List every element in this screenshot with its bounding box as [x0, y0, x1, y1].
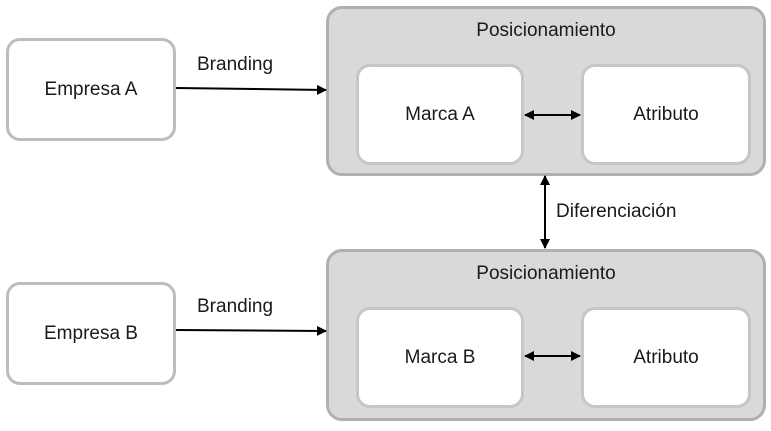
brand-a-label: Marca A	[405, 103, 475, 125]
company-b-label: Empresa B	[44, 322, 138, 344]
brand-b-label: Marca B	[404, 346, 476, 368]
attribute-bottom-label: Atributo	[633, 346, 699, 368]
branding-label-bottom: Branding	[197, 296, 274, 317]
brand-b-box: Marca B	[356, 307, 524, 408]
brand-a-box: Marca A	[356, 64, 524, 165]
branding-arrow-bottom	[175, 325, 327, 336]
branding-arrow-top	[175, 84, 327, 95]
positioning-title-top: Posicionamiento	[476, 20, 616, 41]
attribute-top-box: Atributo	[581, 64, 751, 165]
company-b-box: Empresa B	[6, 282, 176, 385]
differentiation-label: Diferenciación	[556, 201, 677, 222]
attribute-top-label: Atributo	[633, 103, 699, 125]
company-a-label: Empresa A	[44, 78, 138, 100]
attribute-bottom-box: Atributo	[581, 307, 751, 408]
company-a-box: Empresa A	[6, 38, 176, 141]
positioning-title-bottom: Posicionamiento	[476, 263, 616, 284]
branding-label-top: Branding	[197, 54, 274, 75]
